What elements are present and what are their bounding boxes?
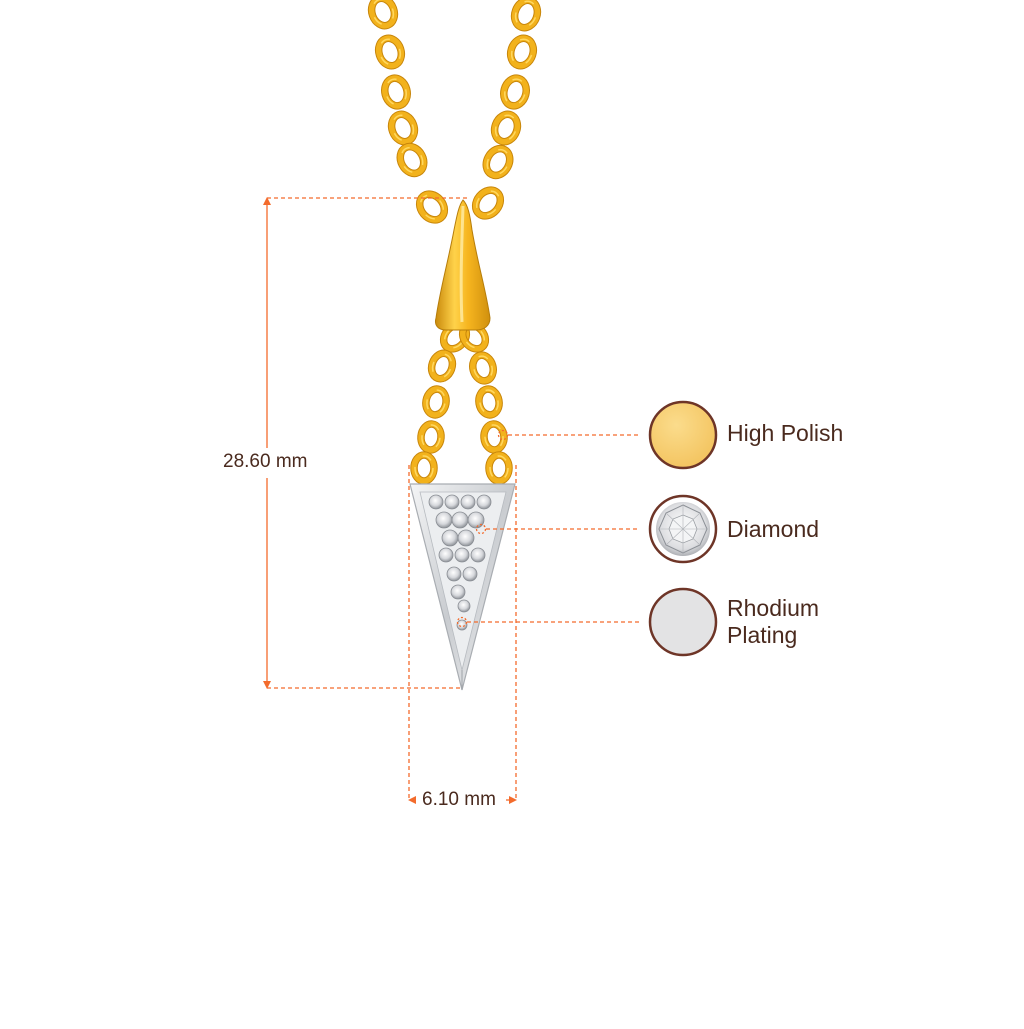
pave-diamond	[428, 494, 444, 510]
pave-diamond	[454, 547, 470, 563]
high-polish-swatch	[648, 400, 718, 470]
chain-link	[482, 144, 514, 180]
rhodium-swatch	[648, 587, 718, 657]
chain-link	[415, 190, 449, 224]
height-arrow-bottom	[263, 681, 271, 689]
chain-link	[475, 385, 503, 419]
chain-link	[469, 351, 497, 385]
pave-diamond	[451, 511, 469, 529]
legend-label-rhodium-line2: Plating	[727, 622, 798, 648]
width-arrow-right	[509, 796, 517, 804]
triangle-pendant	[409, 483, 516, 691]
pave-diamond	[441, 529, 459, 547]
dimension-lines	[263, 197, 640, 804]
legend-label-rhodium-line1: Rhodium	[727, 595, 820, 621]
chain-link	[471, 186, 505, 220]
pave-diamond	[450, 584, 466, 600]
chain-link	[410, 451, 438, 485]
width-arrow-left	[408, 796, 416, 804]
chain-link	[381, 74, 411, 110]
chain-link	[422, 385, 450, 419]
pave-diamond	[457, 529, 475, 547]
chain-link	[500, 74, 530, 110]
high-polish-marker	[497, 429, 509, 441]
chain-link	[387, 110, 419, 146]
diamond-swatch	[648, 494, 718, 564]
chain-link	[490, 110, 522, 146]
chain	[367, 0, 542, 485]
legend-swatches	[648, 400, 718, 657]
rhodium-marker	[456, 616, 468, 628]
width-dimension-label: 6.10 mm	[422, 789, 496, 810]
chain-link	[510, 0, 542, 32]
chain-link	[374, 34, 406, 70]
pave-diamond	[476, 494, 492, 510]
pave-diamond	[444, 494, 460, 510]
diamond-pave	[428, 494, 492, 631]
pave-diamond	[435, 511, 453, 529]
bail	[435, 199, 491, 331]
height-arrow-top	[263, 197, 271, 205]
chain-link	[480, 420, 508, 454]
pave-diamond	[462, 566, 478, 582]
pave-diamond	[460, 494, 476, 510]
pave-diamond	[456, 619, 468, 631]
pave-diamond	[446, 566, 462, 582]
chain-link	[427, 349, 457, 383]
pave-diamond	[438, 547, 454, 563]
height-dimension-label: 28.60 mm	[223, 451, 308, 472]
chain-link	[485, 451, 513, 485]
diamond-marker	[475, 523, 487, 535]
pave-diamond	[457, 599, 471, 613]
chain-link	[396, 142, 428, 178]
pave-diamond	[470, 547, 486, 563]
pave-diamond	[467, 511, 485, 529]
chain-link	[417, 420, 445, 454]
legend-label-diamond: Diamond	[727, 516, 820, 542]
legend-label-high-polish: High Polish	[727, 420, 844, 446]
chain-link	[367, 0, 399, 30]
chain-link	[506, 34, 538, 70]
